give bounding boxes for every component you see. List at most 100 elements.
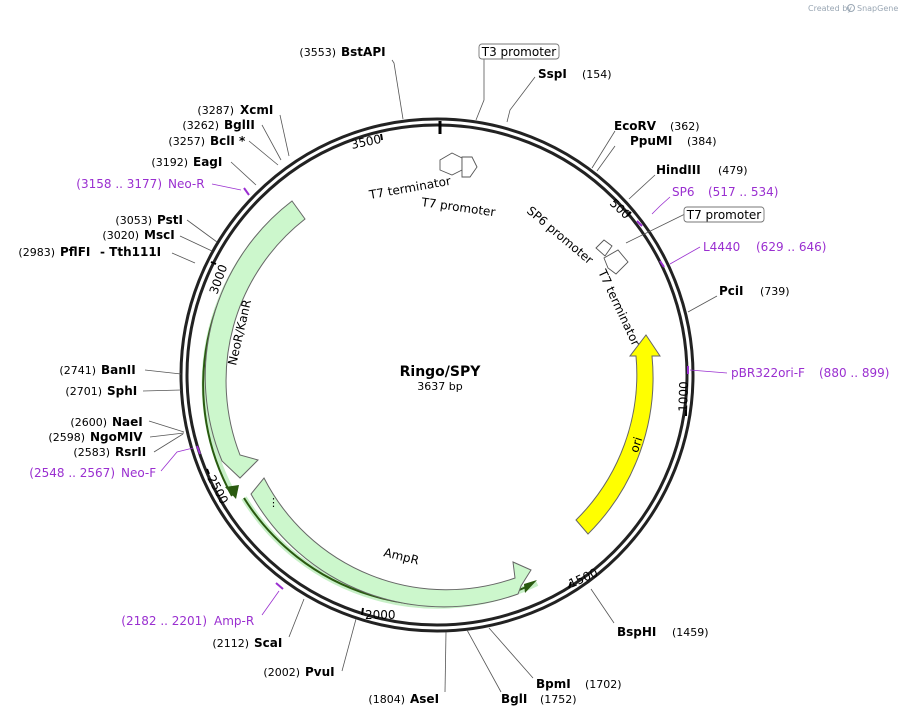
svg-text:Neo-R: Neo-R	[168, 177, 205, 191]
svg-text:(517 .. 534): (517 .. 534)	[708, 185, 778, 199]
plasmid-name: Ringo/SPY	[400, 364, 482, 380]
t3-promoter-label: T3 promoter	[481, 45, 557, 59]
enzyme-pcii: PciI (739)	[719, 284, 790, 298]
tick-label-2000: 2000	[365, 608, 396, 622]
svg-text:(2548 .. 2567): (2548 .. 2567)	[29, 466, 115, 480]
enzyme-rsrii: (2583) RsrII	[73, 445, 146, 459]
backbone-outer-strand	[179, 117, 695, 633]
svg-text:AseI: AseI	[410, 692, 439, 706]
primer-l4440: L4440 (629 .. 646)	[703, 240, 826, 254]
svg-text:- Tth111I: - Tth111I	[100, 245, 161, 259]
svg-text:(1804): (1804)	[368, 693, 405, 706]
enzyme-xcmi: (3287) XcmI	[197, 103, 273, 117]
svg-text:(3192): (3192)	[151, 156, 188, 169]
primer-pbr322ori-f: pBR322ori-F (880 .. 899)	[731, 366, 889, 380]
svg-text:(1702): (1702)	[585, 678, 622, 691]
tick-label-1500: 1500	[567, 566, 601, 591]
enzyme-naei: (2600) NaeI	[70, 415, 142, 429]
svg-text:(1459): (1459)	[672, 626, 709, 639]
svg-text:XcmI: XcmI	[240, 103, 273, 117]
svg-text:BanII: BanII	[101, 363, 136, 377]
svg-text:(362): (362)	[670, 120, 700, 133]
enzyme-sspi: SspI (154)	[538, 67, 612, 81]
enzyme-banii: (2741) BanII	[59, 363, 135, 377]
enzyme-psti: (3053) PstI	[115, 213, 183, 227]
svg-text:(2182 .. 2201): (2182 .. 2201)	[121, 614, 207, 628]
svg-text:(3257): (3257)	[168, 135, 205, 148]
svg-text:SphI: SphI	[107, 384, 137, 398]
primer-mark-neo-f	[196, 445, 201, 455]
svg-text:ScaI: ScaI	[254, 636, 282, 650]
enzyme-ppumi: PpuMI (384)	[630, 134, 717, 148]
svg-text:(154): (154)	[582, 68, 612, 81]
ori-feature	[575, 334, 661, 535]
ampr-feature	[250, 477, 532, 608]
svg-text:RsrII: RsrII	[115, 445, 146, 459]
primer-mark-amp-r	[275, 582, 284, 590]
enzyme-hindiii: HindIII (479)	[656, 163, 748, 177]
tick-label-1000: 1000	[676, 381, 691, 412]
svg-text:pBR322ori-F: pBR322ori-F	[731, 366, 805, 380]
svg-text:Neo-F: Neo-F	[121, 466, 156, 480]
svg-text:(1752): (1752)	[540, 693, 577, 706]
credit-prefix: Created by	[808, 4, 852, 13]
svg-text:(384): (384)	[687, 135, 717, 148]
svg-text:EcoRV: EcoRV	[614, 119, 657, 133]
svg-text:BglI: BglI	[501, 692, 527, 706]
enzyme-asei: (1804) AseI	[368, 692, 439, 706]
svg-text:(629 .. 646): (629 .. 646)	[756, 240, 826, 254]
ampr-split-dots: ⋮	[268, 496, 279, 509]
svg-text:SP6: SP6	[672, 185, 695, 199]
primer-marks	[196, 187, 689, 590]
svg-text:PciI: PciI	[719, 284, 744, 298]
right-small-features	[595, 239, 629, 275]
snapgene-credit: Created by SnapGene	[808, 4, 898, 13]
svg-text:PpuMI: PpuMI	[630, 134, 672, 148]
enzyme-bstapi: (3553) BstAPI	[299, 45, 385, 59]
svg-text:(2600): (2600)	[70, 416, 107, 429]
primer-mark-l4440	[659, 260, 665, 268]
enzyme-bgli: BglI (1752)	[501, 692, 577, 706]
svg-text:PvuI: PvuI	[305, 665, 335, 679]
svg-text:PflFI: PflFI	[60, 245, 90, 259]
top-small-features	[439, 152, 478, 178]
neo-strand-arrowhead	[225, 485, 239, 499]
svg-text:L4440: L4440	[703, 240, 740, 254]
svg-text:HindIII: HindIII	[656, 163, 701, 177]
svg-text:EagI: EagI	[193, 155, 222, 169]
tick-3000	[210, 261, 217, 265]
svg-text:(3287): (3287)	[197, 104, 234, 117]
svg-text:(2983): (2983)	[18, 246, 55, 259]
enzyme-eagi: (3192) EagI	[151, 155, 222, 169]
svg-text:BstAPI: BstAPI	[341, 45, 386, 59]
svg-text:(3053): (3053)	[115, 214, 152, 227]
tick-1500	[568, 581, 572, 589]
svg-text:(3262): (3262)	[182, 119, 219, 132]
enzyme-pvui: (2002) PvuI	[263, 665, 334, 679]
primer-mark-sp6	[636, 220, 643, 227]
enzyme-ngomiv: (2598) NgoMIV	[48, 430, 143, 444]
enzyme-bsphi: BspHI (1459)	[617, 625, 709, 639]
tick-label-500: 500	[607, 196, 633, 222]
t7-terminator-right-label: T7 terminator	[595, 266, 643, 348]
svg-text:BpmI: BpmI	[536, 677, 571, 691]
primer-sp6: SP6 (517 .. 534)	[672, 185, 778, 199]
ori-label: ori	[627, 435, 645, 454]
t3-promoter-box: T3 promoter	[478, 43, 560, 60]
sp6-promoter-label: SP6 promoter	[524, 204, 596, 267]
t7-promoter-top-label: T7 promoter	[420, 195, 497, 219]
svg-text:SspI: SspI	[538, 67, 567, 81]
sp6-promoter-icon	[595, 239, 613, 257]
primer-neo-r: (3158 .. 3177) Neo-R	[76, 177, 204, 191]
ampr-label: AmpR	[382, 545, 420, 567]
svg-text:(739): (739)	[760, 285, 790, 298]
enzyme-msci: (3020) MscI	[102, 228, 174, 242]
backbone-inner-strand	[185, 123, 689, 627]
svg-text:(3553): (3553)	[299, 46, 336, 59]
tick-label-3500: 3500	[350, 132, 383, 152]
ticks	[206, 121, 687, 616]
enzyme-pflfi-tth111i: (2983) PflFI - Tth111I	[18, 245, 161, 259]
svg-text:(3020): (3020)	[102, 229, 139, 242]
